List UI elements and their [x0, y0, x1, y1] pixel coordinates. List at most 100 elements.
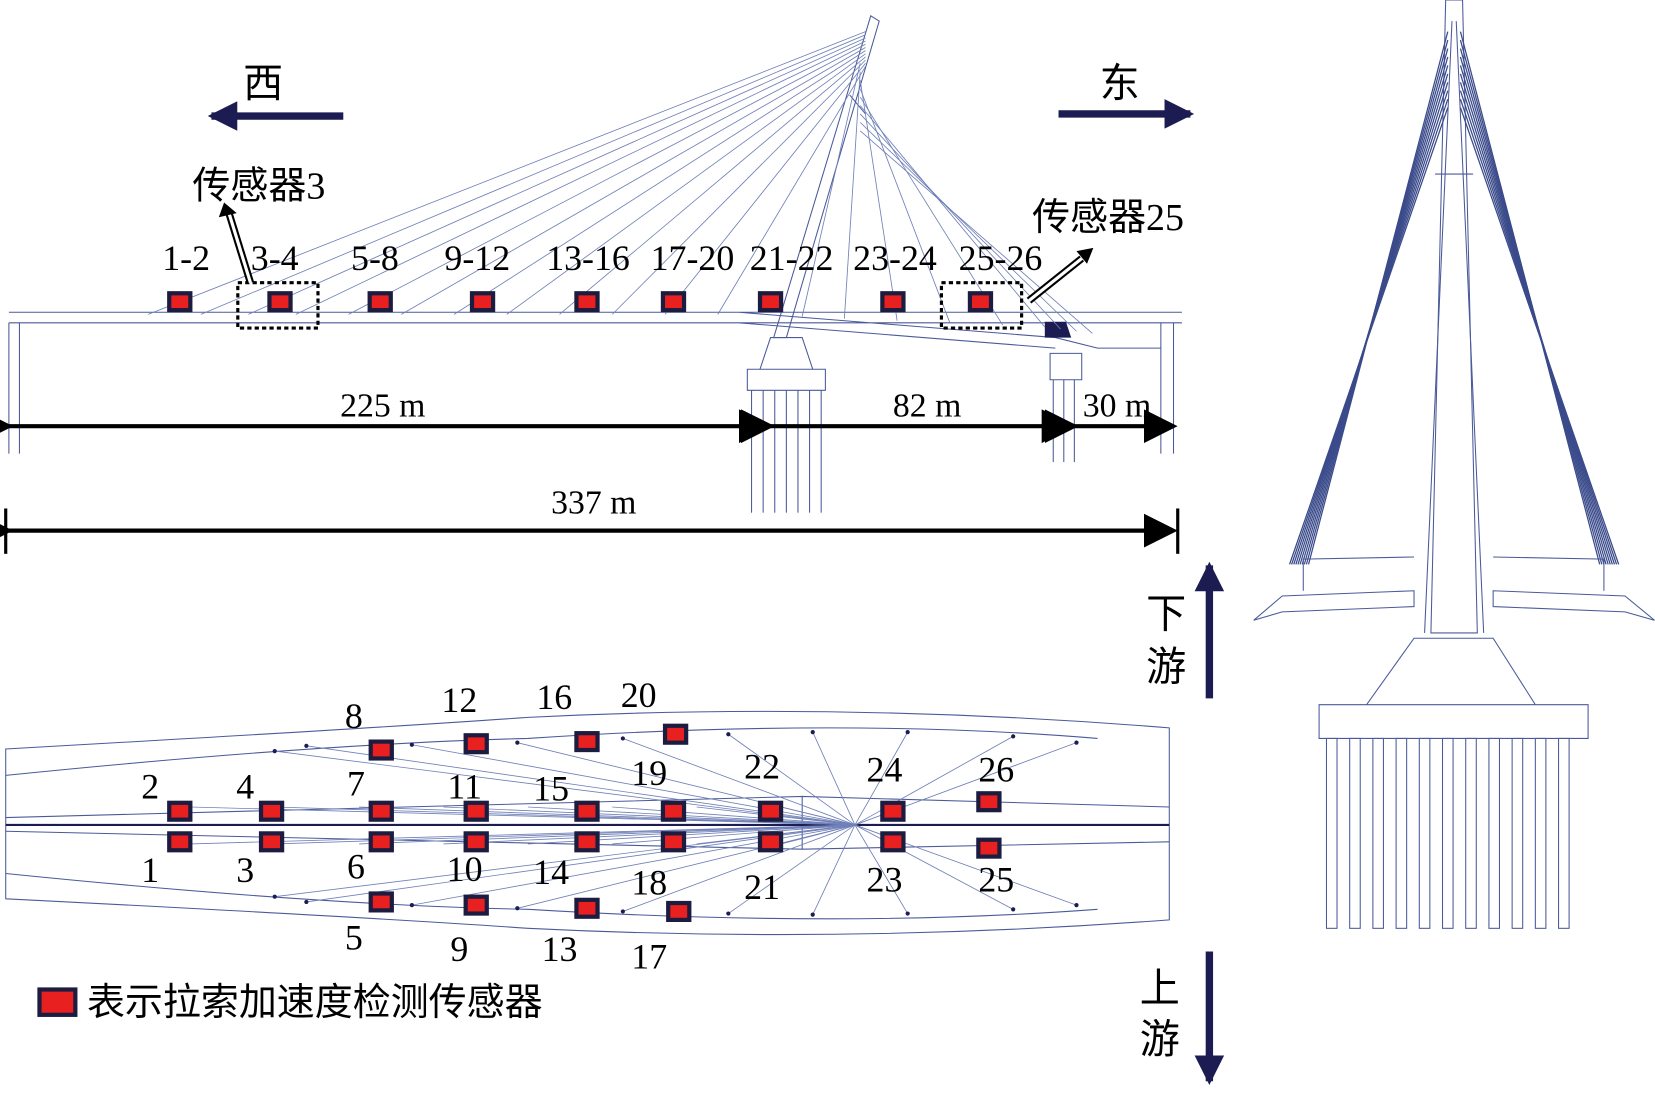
anchor-point — [409, 742, 414, 747]
plan-sensor-14 — [574, 831, 600, 853]
plan-sensors — [167, 723, 1002, 922]
anchor-point — [409, 903, 414, 908]
stay-cable — [611, 59, 866, 315]
elevation-sensor-9-12 — [469, 291, 496, 313]
plan-sensor-12 — [463, 733, 489, 755]
plan-sensor-6 — [368, 831, 394, 853]
west-label: 西 — [243, 61, 283, 106]
plan-sensor-15 — [574, 800, 600, 822]
plan-sensor-11 — [463, 800, 489, 822]
cable-side — [1288, 107, 1449, 565]
plan-sensor-16 — [574, 731, 600, 753]
dimension-span3: 30 m — [1083, 388, 1151, 425]
pylon-base — [746, 337, 826, 391]
stay-cable — [248, 37, 866, 315]
cable-plan — [854, 731, 909, 826]
sensor-label: 9 — [450, 929, 468, 969]
sensor-label: 22 — [744, 747, 780, 787]
cable-plan — [622, 824, 856, 912]
anchor-point — [304, 899, 309, 905]
stay-cable — [348, 43, 866, 315]
legend: 表示拉索加速度检测传感器 — [37, 982, 543, 1024]
deck — [8, 311, 1182, 349]
plan-sensor-25 — [976, 837, 1002, 859]
cable-plan — [443, 806, 855, 826]
plan-sensor-13 — [574, 897, 600, 919]
anchor-point — [515, 740, 520, 745]
plan-sensor-9 — [463, 894, 489, 916]
dimension-span1: 225 m — [340, 388, 425, 425]
barrier — [1302, 556, 1605, 591]
plan-sensor-20 — [662, 723, 689, 745]
anchor-point — [810, 912, 815, 917]
deck-cross-section — [1253, 590, 1655, 621]
stay-cable — [859, 130, 1093, 334]
sensor-group-label: 1-2 — [162, 238, 210, 278]
plan-sensor-21 — [757, 831, 784, 853]
plan-sensor-5 — [368, 891, 394, 913]
plan-sensor-7 — [368, 800, 394, 822]
elevation-sensor-21-22 — [757, 291, 784, 313]
cable-plan — [612, 824, 855, 845]
plan-sensor-8 — [368, 739, 394, 761]
anchor-block — [1044, 321, 1072, 338]
plan-sensor-22 — [757, 800, 784, 822]
plan-sensor-2 — [167, 800, 193, 822]
plan-sensor-17 — [666, 900, 692, 922]
sensor-label: 25 — [978, 859, 1014, 899]
sensor-label: 17 — [631, 936, 667, 976]
plan-sensor-23 — [880, 831, 906, 853]
upstream-label: 上游 — [1140, 966, 1180, 1062]
cable-plan — [728, 733, 856, 826]
stay-cable — [295, 40, 866, 315]
plan-sensor-3 — [258, 831, 285, 853]
sensor-group-label: 5-8 — [351, 238, 399, 278]
cable-plan — [812, 731, 856, 826]
anchor-point — [1011, 907, 1016, 912]
cable-plan — [443, 824, 855, 845]
sensor-label: 10 — [447, 849, 483, 889]
cable-plan — [190, 806, 855, 826]
sensor-label: 11 — [447, 767, 482, 807]
stay-cable — [843, 71, 861, 319]
sensor-group-label: 25-26 — [959, 238, 1043, 278]
anchor-point — [272, 894, 277, 899]
anchor-point — [726, 911, 731, 916]
tower-legs — [1424, 21, 1485, 633]
sensor-label: 12 — [441, 680, 477, 720]
sensor-label: 6 — [347, 847, 365, 887]
deck-outline — [5, 710, 1170, 936]
tower-column — [1430, 0, 1478, 634]
elevation-sensor-1-2 — [167, 291, 193, 313]
stay-cable — [506, 53, 866, 315]
end-piers — [8, 322, 1175, 454]
sensor-label: 7 — [347, 763, 365, 803]
cable-plan — [359, 824, 855, 845]
sensor-label: 5 — [345, 917, 363, 957]
cable-plan — [728, 824, 856, 914]
plan-sensor-24 — [880, 800, 906, 822]
stay-cable — [147, 31, 866, 315]
anchor-point — [726, 732, 731, 737]
cable-plan — [780, 824, 856, 845]
sensor-group-label: 21-22 — [750, 238, 834, 278]
dimension-lines — [0, 409, 1180, 554]
callout-sensor25: 传感器25 — [1032, 197, 1184, 239]
stay-cable — [859, 80, 898, 321]
deck-inner — [5, 727, 1098, 920]
anchor-point — [1074, 903, 1079, 908]
cable-plan — [622, 738, 856, 826]
elevation-sensors — [167, 291, 994, 313]
stay-cable — [859, 96, 1003, 326]
pile — [1534, 737, 1547, 929]
pile — [1511, 737, 1524, 929]
callout-sensor3: 传感器3 — [192, 165, 325, 207]
plan-sensor-4 — [258, 800, 285, 822]
anchor-point — [905, 730, 910, 735]
callout-arrow-sensor25 — [1026, 247, 1094, 304]
sensor-group-label: 3-4 — [251, 238, 299, 278]
stay-cable — [859, 88, 951, 323]
anchor-point — [810, 730, 815, 735]
